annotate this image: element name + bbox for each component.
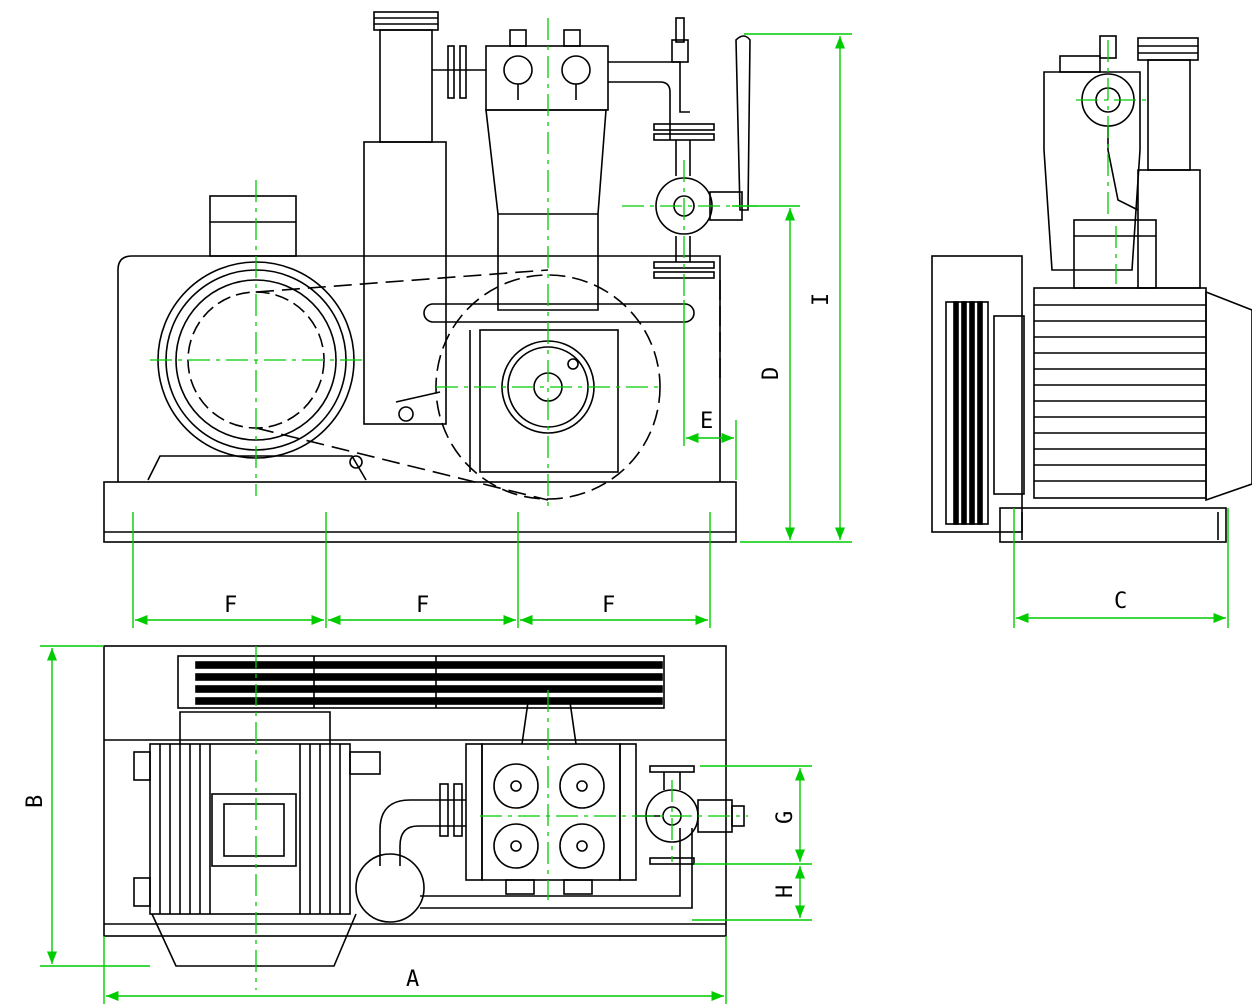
motor-junction-box bbox=[209, 195, 297, 257]
dim-label-H: H bbox=[773, 885, 798, 898]
top-fan-cover bbox=[151, 913, 357, 967]
top-view bbox=[103, 645, 745, 967]
side-view bbox=[931, 35, 1252, 543]
discharge-pipe bbox=[423, 303, 695, 323]
dim-label-F2: F bbox=[416, 593, 429, 618]
pressure-gauge-right bbox=[561, 55, 591, 85]
valve-handle bbox=[735, 35, 751, 211]
side-motor-body bbox=[1033, 287, 1207, 499]
compressor-cylinder bbox=[485, 109, 607, 311]
dim-label-D: D bbox=[759, 367, 784, 380]
top-belt-guard bbox=[177, 655, 665, 709]
dim-label-I: I bbox=[809, 293, 834, 306]
front-centerlines bbox=[150, 18, 760, 512]
dim-label-F3: F bbox=[602, 593, 615, 618]
base-plate bbox=[103, 481, 737, 543]
dim-label-G: G bbox=[773, 811, 798, 824]
top-frame bbox=[103, 645, 727, 937]
dim-label-B: B bbox=[23, 795, 48, 808]
pressure-gauge-left bbox=[503, 55, 533, 85]
side-base bbox=[999, 507, 1227, 543]
cylinder-head bbox=[485, 45, 609, 111]
top-motor-body bbox=[149, 743, 351, 915]
dim-label-E: E bbox=[700, 409, 713, 434]
top-centerlines bbox=[255, 646, 748, 990]
front-view bbox=[103, 11, 751, 543]
dim-label-F1: F bbox=[224, 593, 237, 618]
side-belt-guard bbox=[931, 255, 1023, 533]
dimension-lines bbox=[40, 33, 1229, 1004]
dim-label-C: C bbox=[1114, 589, 1127, 614]
side-centerlines bbox=[1076, 40, 1150, 284]
frame-housing bbox=[117, 255, 721, 482]
crankcase bbox=[479, 329, 619, 473]
dim-label-A: A bbox=[406, 967, 419, 992]
side-fan-cover bbox=[1205, 290, 1252, 502]
dimension-labels: F F F E C A D I B G H bbox=[23, 293, 1127, 992]
top-filter bbox=[355, 853, 425, 923]
